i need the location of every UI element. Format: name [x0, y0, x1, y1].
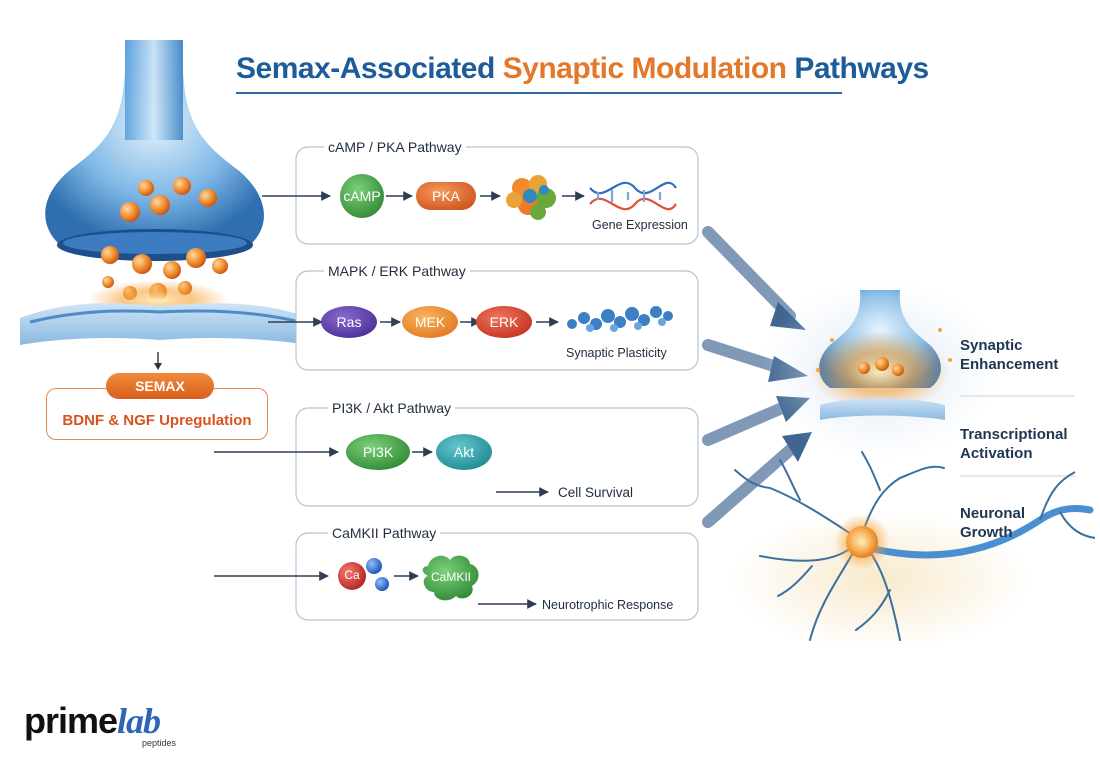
outcome-synaptic-enhancement: Synaptic Enhancement [960, 337, 1059, 373]
dna-icon [589, 181, 677, 211]
erk-node [476, 306, 532, 338]
actin-filament-icon [567, 306, 673, 332]
semax-pill: SEMAX [106, 373, 214, 399]
pathway-2-result: Synaptic Plasticity [566, 346, 667, 360]
outcome-dividers [960, 395, 1075, 477]
mek-label: MEK [414, 314, 446, 330]
erk-label: ERK [489, 314, 519, 330]
semax-down-arrow [154, 352, 162, 370]
ras-label: Ras [336, 314, 362, 330]
neuron-illustration [730, 451, 1096, 650]
camkii-label: CaMKII [430, 570, 471, 584]
semax-upregulation-label: BDNF & NGF Upregulation [62, 412, 252, 429]
calcium-node [338, 562, 366, 590]
feed-arrows [214, 191, 339, 581]
outcome-transcriptional-activation: Transcriptional Activation [960, 426, 1068, 462]
pathway-1-title: cAMP / PKA Pathway [324, 139, 466, 155]
logo-subtitle: peptides [142, 738, 177, 748]
protein-icon [506, 175, 556, 220]
postsynaptic-membrane [20, 303, 310, 345]
calcium-label: Ca [344, 568, 360, 582]
title-part-3: Pathways [794, 52, 929, 85]
title-part-1: Semax-Associated [236, 52, 495, 85]
camkii-node [422, 555, 479, 601]
pathway-4-flow [338, 555, 537, 609]
logo-main: prime [24, 700, 118, 741]
pathway-4-result: Neurotrophic Response [542, 598, 674, 612]
akt-node [436, 434, 492, 470]
pathway-1-result: Gene Expression [592, 218, 688, 232]
logo-accent: lab [117, 701, 161, 741]
presynaptic-terminal [45, 40, 264, 261]
pi3k-node [346, 434, 410, 470]
pathway-2-flow [321, 306, 673, 338]
enhanced-synapse [760, 280, 1000, 460]
camp-label: cAMP [343, 188, 381, 204]
mek-node [402, 306, 458, 338]
page-title: Semax-Associated Synaptic Modulation Pat… [236, 52, 929, 86]
pathway-3-title: PI3K / Akt Pathway [328, 400, 456, 416]
pathway-3-result: Cell Survival [558, 485, 634, 500]
pathway-3-flow [346, 434, 549, 497]
title-part-2: Synaptic Modulation [502, 52, 787, 85]
pathway-1-flow [340, 174, 677, 220]
outcome-neuronal-growth: Neuronal Growth [960, 505, 1026, 541]
pka-node [416, 182, 476, 210]
pathway-4-title: CaMKII Pathway [328, 525, 441, 541]
primelab-logo: primelab [24, 700, 161, 742]
ras-node [321, 306, 377, 338]
camp-node [340, 174, 384, 218]
pi3k-label: PI3K [362, 444, 394, 460]
title-underline [236, 92, 842, 94]
pka-label: PKA [431, 188, 460, 204]
akt-label: Akt [453, 444, 475, 460]
pathway-2-title: MAPK / ERK Pathway [324, 263, 470, 279]
